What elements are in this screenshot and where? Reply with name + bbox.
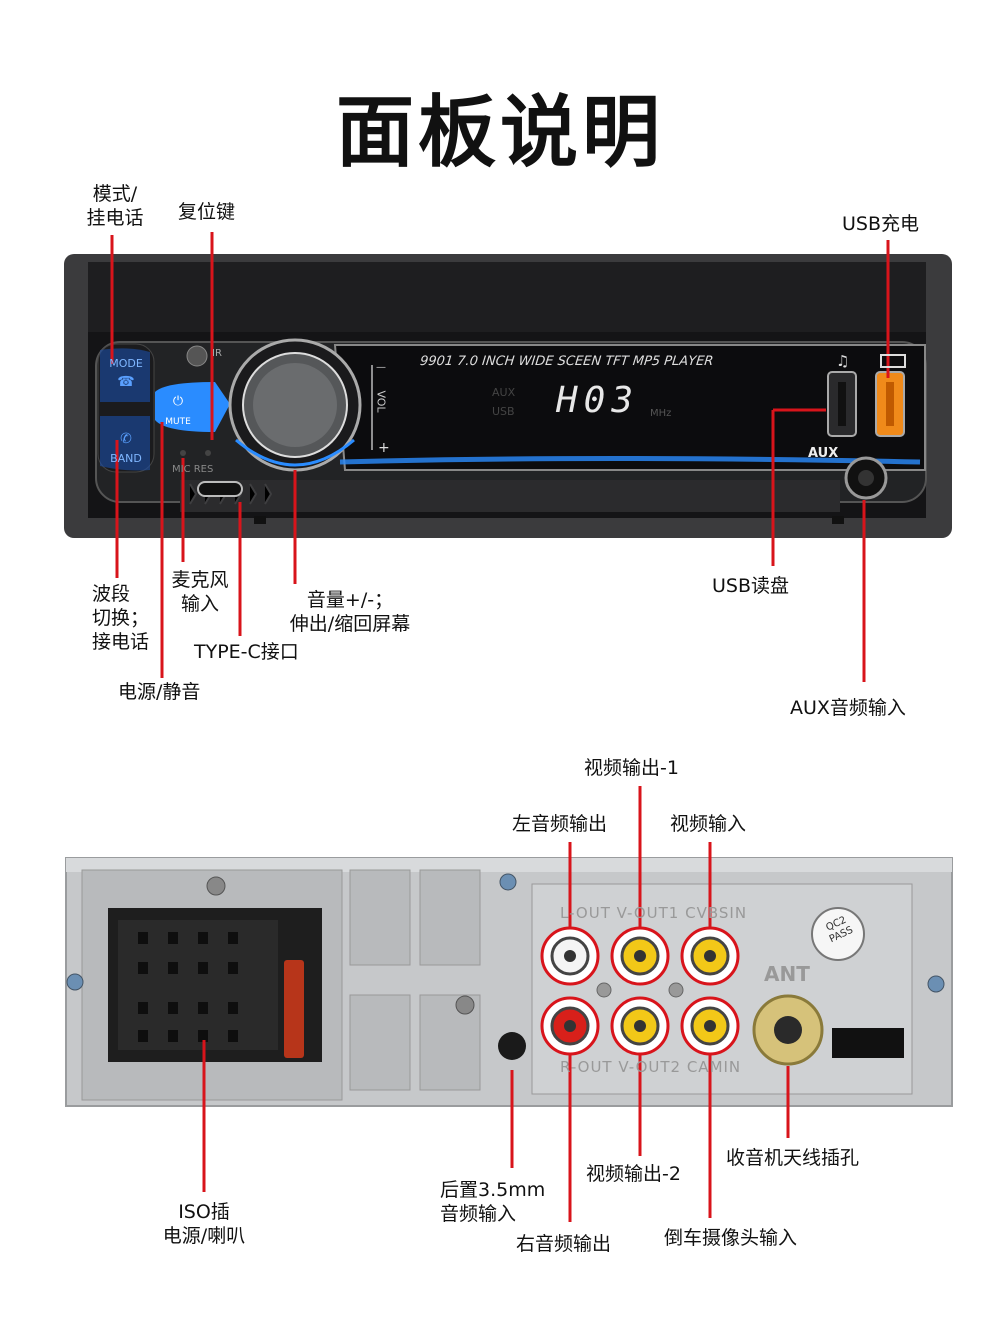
label-aux-in: AUX音频输入 [790,697,906,719]
mode-button[interactable]: MODE ☎ [100,352,152,390]
mute-label: MUTE [165,417,191,427]
panel-model-text: 9901 7.0 INCH WIDE SCEEN TFT MP5 PLAYER [419,354,715,369]
label-volume: 音量+/-； 伸出/缩回屏幕 [289,589,411,635]
band-button[interactable]: ✆ BAND [100,428,152,466]
label-video-in: 视频输入 [670,813,747,835]
phone-icon: ✆ [120,431,132,447]
battery-icon [880,354,906,368]
rear-rout-text: R-OUT V-OUT2 CAMIN [560,1058,742,1076]
label-antenna: 收音机天线插孔 [726,1147,860,1169]
label-band: 波段 切换； 接电话 [92,583,150,653]
display-aux: AUX [492,386,516,399]
aux-front-label: AUX [808,446,839,461]
label-vout1: 视频输出-1 [584,757,679,779]
label-typec: TYPE-C接口 [194,641,299,663]
label-iso: ISO插 电源/喇叭 [162,1201,246,1247]
label-right-audio: 右音频输出 [516,1233,612,1255]
label-power: 电源/静音 [118,681,201,703]
hangup-icon: ☎ [117,374,135,390]
label-vout2: 视频输出-2 [586,1163,681,1185]
label-left-audio: 左音频输出 [512,813,608,835]
mode-label: MODE [109,357,143,370]
label-mic: 麦克风 输入 [171,569,229,615]
rear-ant-text: ANT [764,962,810,986]
band-label: BAND [110,452,142,465]
display-digits: H03 [556,380,640,421]
ir-label: IR [212,348,222,359]
vol-minus: — [376,362,386,373]
mute-button[interactable]: ⏻ MUTE [158,390,198,428]
page-title: 面板说明 [335,88,664,178]
label-camera: 倒车摄像头输入 [664,1227,798,1249]
vol-label: VOL [374,390,388,413]
rear-panel [65,857,953,1107]
leader-lines [110,232,890,1222]
label-reset: 复位键 [178,201,236,223]
mic-res-label: MIC RES [172,464,214,475]
vol-plus: + [378,440,390,456]
label-usb-charge: USB充电 [842,213,920,235]
power-icon: ⏻ [172,394,184,409]
rear-lout-text: L-OUT V-OUT1 CVBSIN [560,904,748,922]
front-panel [64,254,952,538]
display-usb: USB [492,405,515,418]
label-rear35: 后置3.5mm 音频输入 [440,1179,546,1225]
display-mhz: MHz [650,408,672,419]
label-usb-read: USB读盘 [712,575,790,597]
music-icon: ♫ [836,352,850,370]
label-mode: 模式/ 挂电话 [86,183,144,229]
